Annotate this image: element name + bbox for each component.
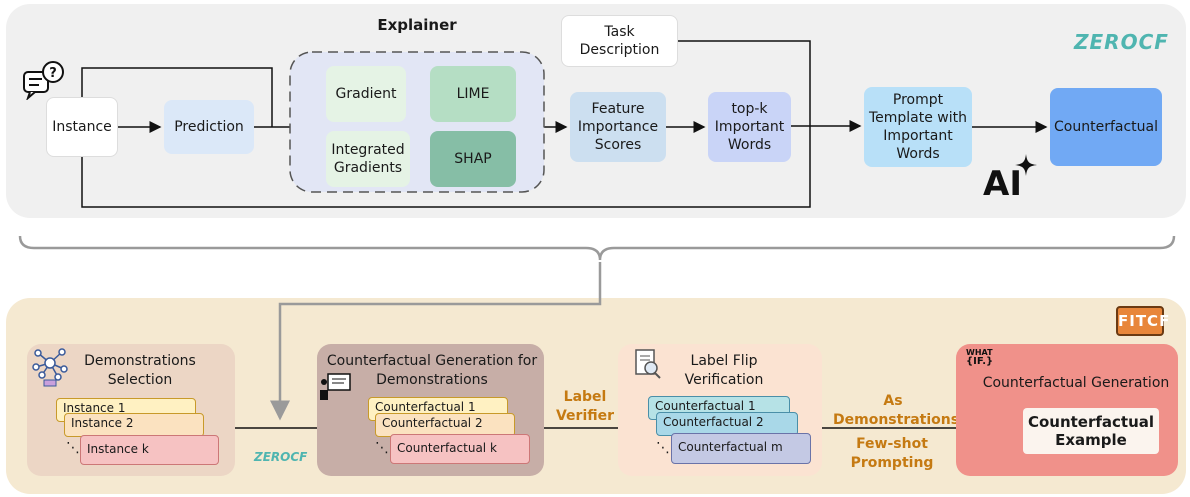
verified-cf-m: Counterfactual m [671,433,811,464]
svg-text:?: ? [49,66,57,81]
what-if-icon: WHAT{IF.} [966,348,994,367]
cf-generation-title: Counterfactual Generation [982,375,1170,391]
prediction-box: Prediction [164,100,254,154]
ellipsis-verified: ⋱ [656,440,670,456]
arrow-zerocf-to-fitcf [270,262,602,421]
sparkle-icon [1015,154,1037,176]
verified-cf-2: Counterfactual 2 [656,412,798,436]
summary-brace [18,235,1176,261]
zerocf-logo: ZEROCF [1074,30,1169,54]
lime-box: LIME [430,66,516,122]
ellipsis-instances: ⋱ [66,440,80,456]
cf-demo-2: Counterfactual 2 [375,413,515,437]
line-instance-bottom [81,126,811,208]
chat-question-icon: ? [23,61,64,100]
line-instance-top [81,67,273,127]
cf-demo-k: Counterfactual k [390,434,530,464]
counterfactual-box: Counterfactual [1050,88,1162,166]
document-search-icon [635,349,661,379]
shap-box: SHAP [430,131,516,187]
explainer-title: Explainer [377,16,457,34]
ellipsis-cf-demos: ⋱ [375,440,389,456]
line-task-description [678,40,811,126]
instance-2: Instance 2 [64,413,204,437]
gradient-box: Gradient [326,66,406,122]
presentation-icon [320,373,351,400]
instance-box: Instance [46,97,118,157]
fitcf-logo: FITCF [1116,306,1169,336]
network-icon [32,348,68,387]
zerocf-small-label: ZEROCF [254,450,308,464]
ai-badge: AI [983,164,1022,204]
instance-k: Instance k [80,435,219,465]
